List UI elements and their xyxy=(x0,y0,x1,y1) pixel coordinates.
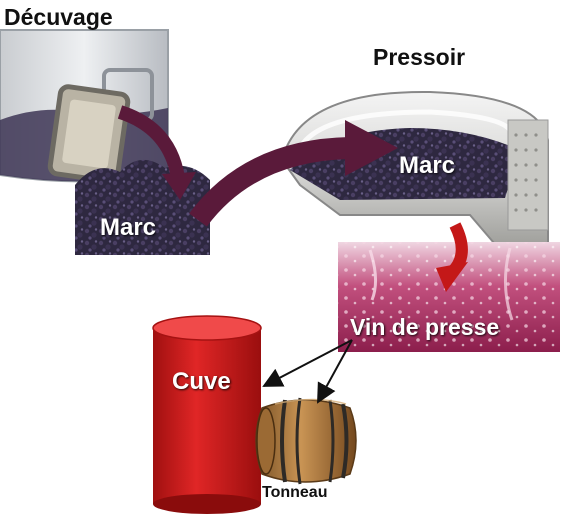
fermentation-tank-icon xyxy=(0,29,169,184)
label-tonneau: Tonneau xyxy=(262,484,328,501)
arrow-to-tonneau xyxy=(317,339,353,404)
label-marc-2: Marc xyxy=(399,152,456,179)
label-cuve: Cuve xyxy=(172,368,231,395)
label-vin-de-presse: Vin de presse xyxy=(350,314,500,340)
red-flow-arrow xyxy=(436,222,468,292)
cuve-tank-icon xyxy=(152,315,262,514)
flow-arrow-marc-to-press xyxy=(189,120,398,227)
tank-door-icon xyxy=(47,84,131,184)
arrow-to-cuve xyxy=(262,339,353,387)
barrel-icon xyxy=(255,397,357,485)
label-decuvage: Décuvage xyxy=(4,4,113,30)
flow-arrow-tank-to-marc xyxy=(117,105,196,200)
label-pressoir: Pressoir xyxy=(373,44,466,70)
label-marc-1: Marc xyxy=(100,214,157,241)
press-wine-icon xyxy=(338,242,560,352)
